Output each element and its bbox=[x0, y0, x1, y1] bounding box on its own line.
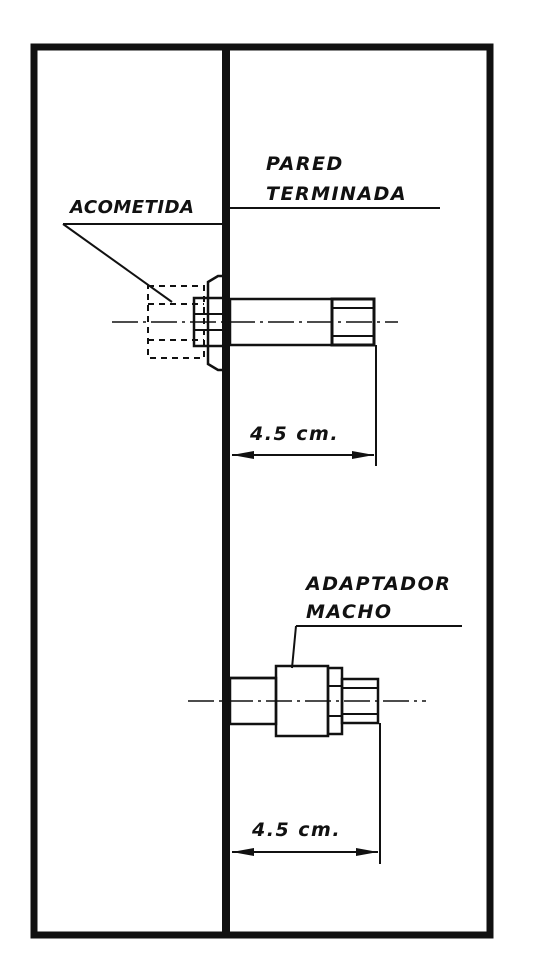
dim-bottom-label: 4.5 cm. bbox=[251, 819, 341, 841]
outer-frame bbox=[30, 43, 494, 939]
label-terminada: TERMINADA bbox=[266, 183, 407, 205]
dim-top-label: 4.5 cm. bbox=[249, 423, 339, 445]
label-pared: PARED bbox=[266, 153, 344, 175]
acometida-fitting bbox=[147, 274, 376, 372]
label-macho: MACHO bbox=[306, 601, 393, 623]
acometida-leader-diag bbox=[62, 223, 173, 303]
label-acometida: ACOMETIDA bbox=[68, 197, 194, 218]
adaptador-leader-v bbox=[291, 625, 297, 669]
label-adaptador: ADAPTADOR bbox=[304, 573, 451, 595]
